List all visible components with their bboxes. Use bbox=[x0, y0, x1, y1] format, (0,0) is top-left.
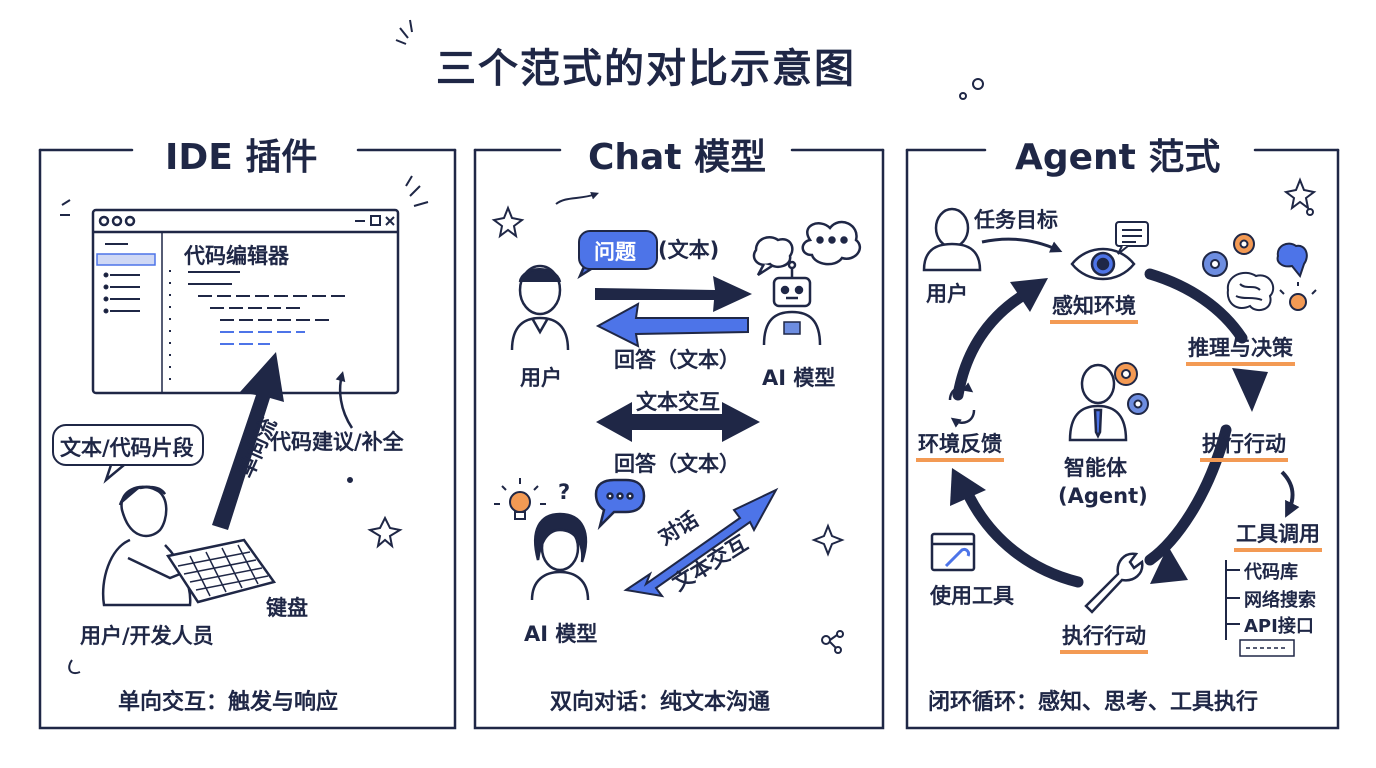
chat-user-figure bbox=[510, 264, 570, 351]
perceive-label: 感知环境 bbox=[1050, 290, 1138, 324]
robot-figure bbox=[762, 260, 822, 346]
ide-speech-bubble: 文本/代码片段 bbox=[52, 424, 204, 466]
answer-label-2: 回答（文本） bbox=[614, 452, 740, 476]
tool-call-label: 工具调用 bbox=[1234, 518, 1322, 552]
gears-brain-icon bbox=[1202, 233, 1317, 312]
agent-en-name: (Agent) bbox=[1058, 484, 1148, 508]
editor-window bbox=[91, 208, 400, 395]
question-arrow bbox=[595, 276, 752, 312]
developer-label: 用户/开发人员 bbox=[80, 624, 214, 648]
ide-bubble-text: 文本/代码片段 bbox=[60, 436, 194, 460]
answer-arrow bbox=[595, 302, 749, 348]
chat-user-label: 用户 bbox=[520, 366, 562, 390]
eye-icon bbox=[1070, 247, 1136, 281]
tool-item: API接口 bbox=[1244, 616, 1314, 637]
ide-doodles bbox=[60, 175, 429, 674]
agent-doodles bbox=[1283, 177, 1317, 216]
developer-figure bbox=[101, 485, 192, 607]
agent-bottom-caption: 闭环循环：感知、思考、工具执行 bbox=[928, 690, 1259, 715]
question-mark: ? bbox=[558, 480, 571, 504]
bulb-icon bbox=[494, 478, 546, 520]
single-flow-arrow bbox=[212, 352, 284, 530]
tool-tree bbox=[1225, 560, 1295, 657]
suggest-arrow bbox=[335, 371, 354, 429]
goal-arrow bbox=[981, 237, 1063, 253]
keyboard-label: 键盘 bbox=[266, 596, 308, 620]
ide-panel-title: IDE 插件 bbox=[165, 137, 318, 178]
agent-gears-icon bbox=[1114, 362, 1149, 415]
tool-item: 代码库 bbox=[1244, 562, 1298, 583]
feedback-label: 环境反馈 bbox=[916, 428, 1004, 462]
chat-bottom-caption: 双向对话：纯文本沟通 bbox=[550, 690, 771, 715]
ai-model-label-2: AI 模型 bbox=[524, 622, 598, 646]
dialog-diagonal-arrow bbox=[623, 487, 779, 598]
execute-label-2: 执行行动 bbox=[1060, 620, 1148, 654]
goal-label: 任务目标 bbox=[974, 208, 1058, 232]
agent-user-label: 用户 bbox=[926, 282, 968, 306]
wrench-icon bbox=[1084, 552, 1144, 614]
editor-label: 代码编辑器 bbox=[184, 244, 289, 268]
ide-bottom-caption: 单向交互：触发与响应 bbox=[118, 690, 339, 715]
panel-frame-chat bbox=[473, 148, 885, 730]
tool-item: 网络搜索 bbox=[1244, 590, 1316, 611]
editor-sidebar-lines bbox=[96, 243, 156, 314]
execute-label-1: 执行行动 bbox=[1200, 428, 1288, 462]
thought-bubbles bbox=[752, 220, 862, 277]
question-type: (文本) bbox=[658, 238, 720, 262]
answer-label-1: 回答（文本） bbox=[614, 348, 740, 372]
agent-name: 智能体 bbox=[1064, 456, 1127, 480]
use-tool-label: 使用工具 bbox=[930, 584, 1014, 608]
refresh-icon bbox=[948, 382, 976, 428]
page-title: 三个范式的对比示意图 bbox=[436, 46, 856, 92]
question-word: 问题 bbox=[594, 240, 636, 264]
chat-panel-title: Chat 模型 bbox=[588, 137, 767, 178]
panel-frame-agent bbox=[905, 148, 1340, 730]
suggestion-label: 代码建议/补全 bbox=[270, 430, 404, 454]
agent-user-figure bbox=[922, 207, 982, 272]
tool-window-icon bbox=[930, 532, 976, 572]
chat-doodles bbox=[491, 191, 845, 654]
agent-panel-title: Agent 范式 bbox=[1015, 137, 1221, 178]
panel-frame-ide bbox=[38, 148, 457, 730]
ai-model-label-1: AI 模型 bbox=[762, 366, 836, 390]
cycle-arrowheads bbox=[950, 278, 1268, 584]
reason-label: 推理与决策 bbox=[1186, 332, 1295, 366]
ide-bubble-tail bbox=[103, 461, 125, 484]
tool-call-arrow bbox=[1280, 470, 1300, 518]
doc-bubble-icon bbox=[1115, 221, 1149, 255]
text-interaction-label: 文本交互 bbox=[636, 390, 720, 414]
cycle-arrows bbox=[952, 268, 1248, 588]
editor-code-lines bbox=[169, 270, 345, 380]
ai-woman-figure bbox=[530, 512, 590, 601]
keyboard bbox=[165, 538, 277, 604]
question-bubble: 问题 bbox=[578, 230, 658, 270]
agent-figure bbox=[1068, 363, 1128, 442]
title-doodles bbox=[395, 19, 984, 100]
chat-bubble-icon bbox=[594, 478, 646, 531]
interaction-double-arrow bbox=[596, 402, 760, 442]
